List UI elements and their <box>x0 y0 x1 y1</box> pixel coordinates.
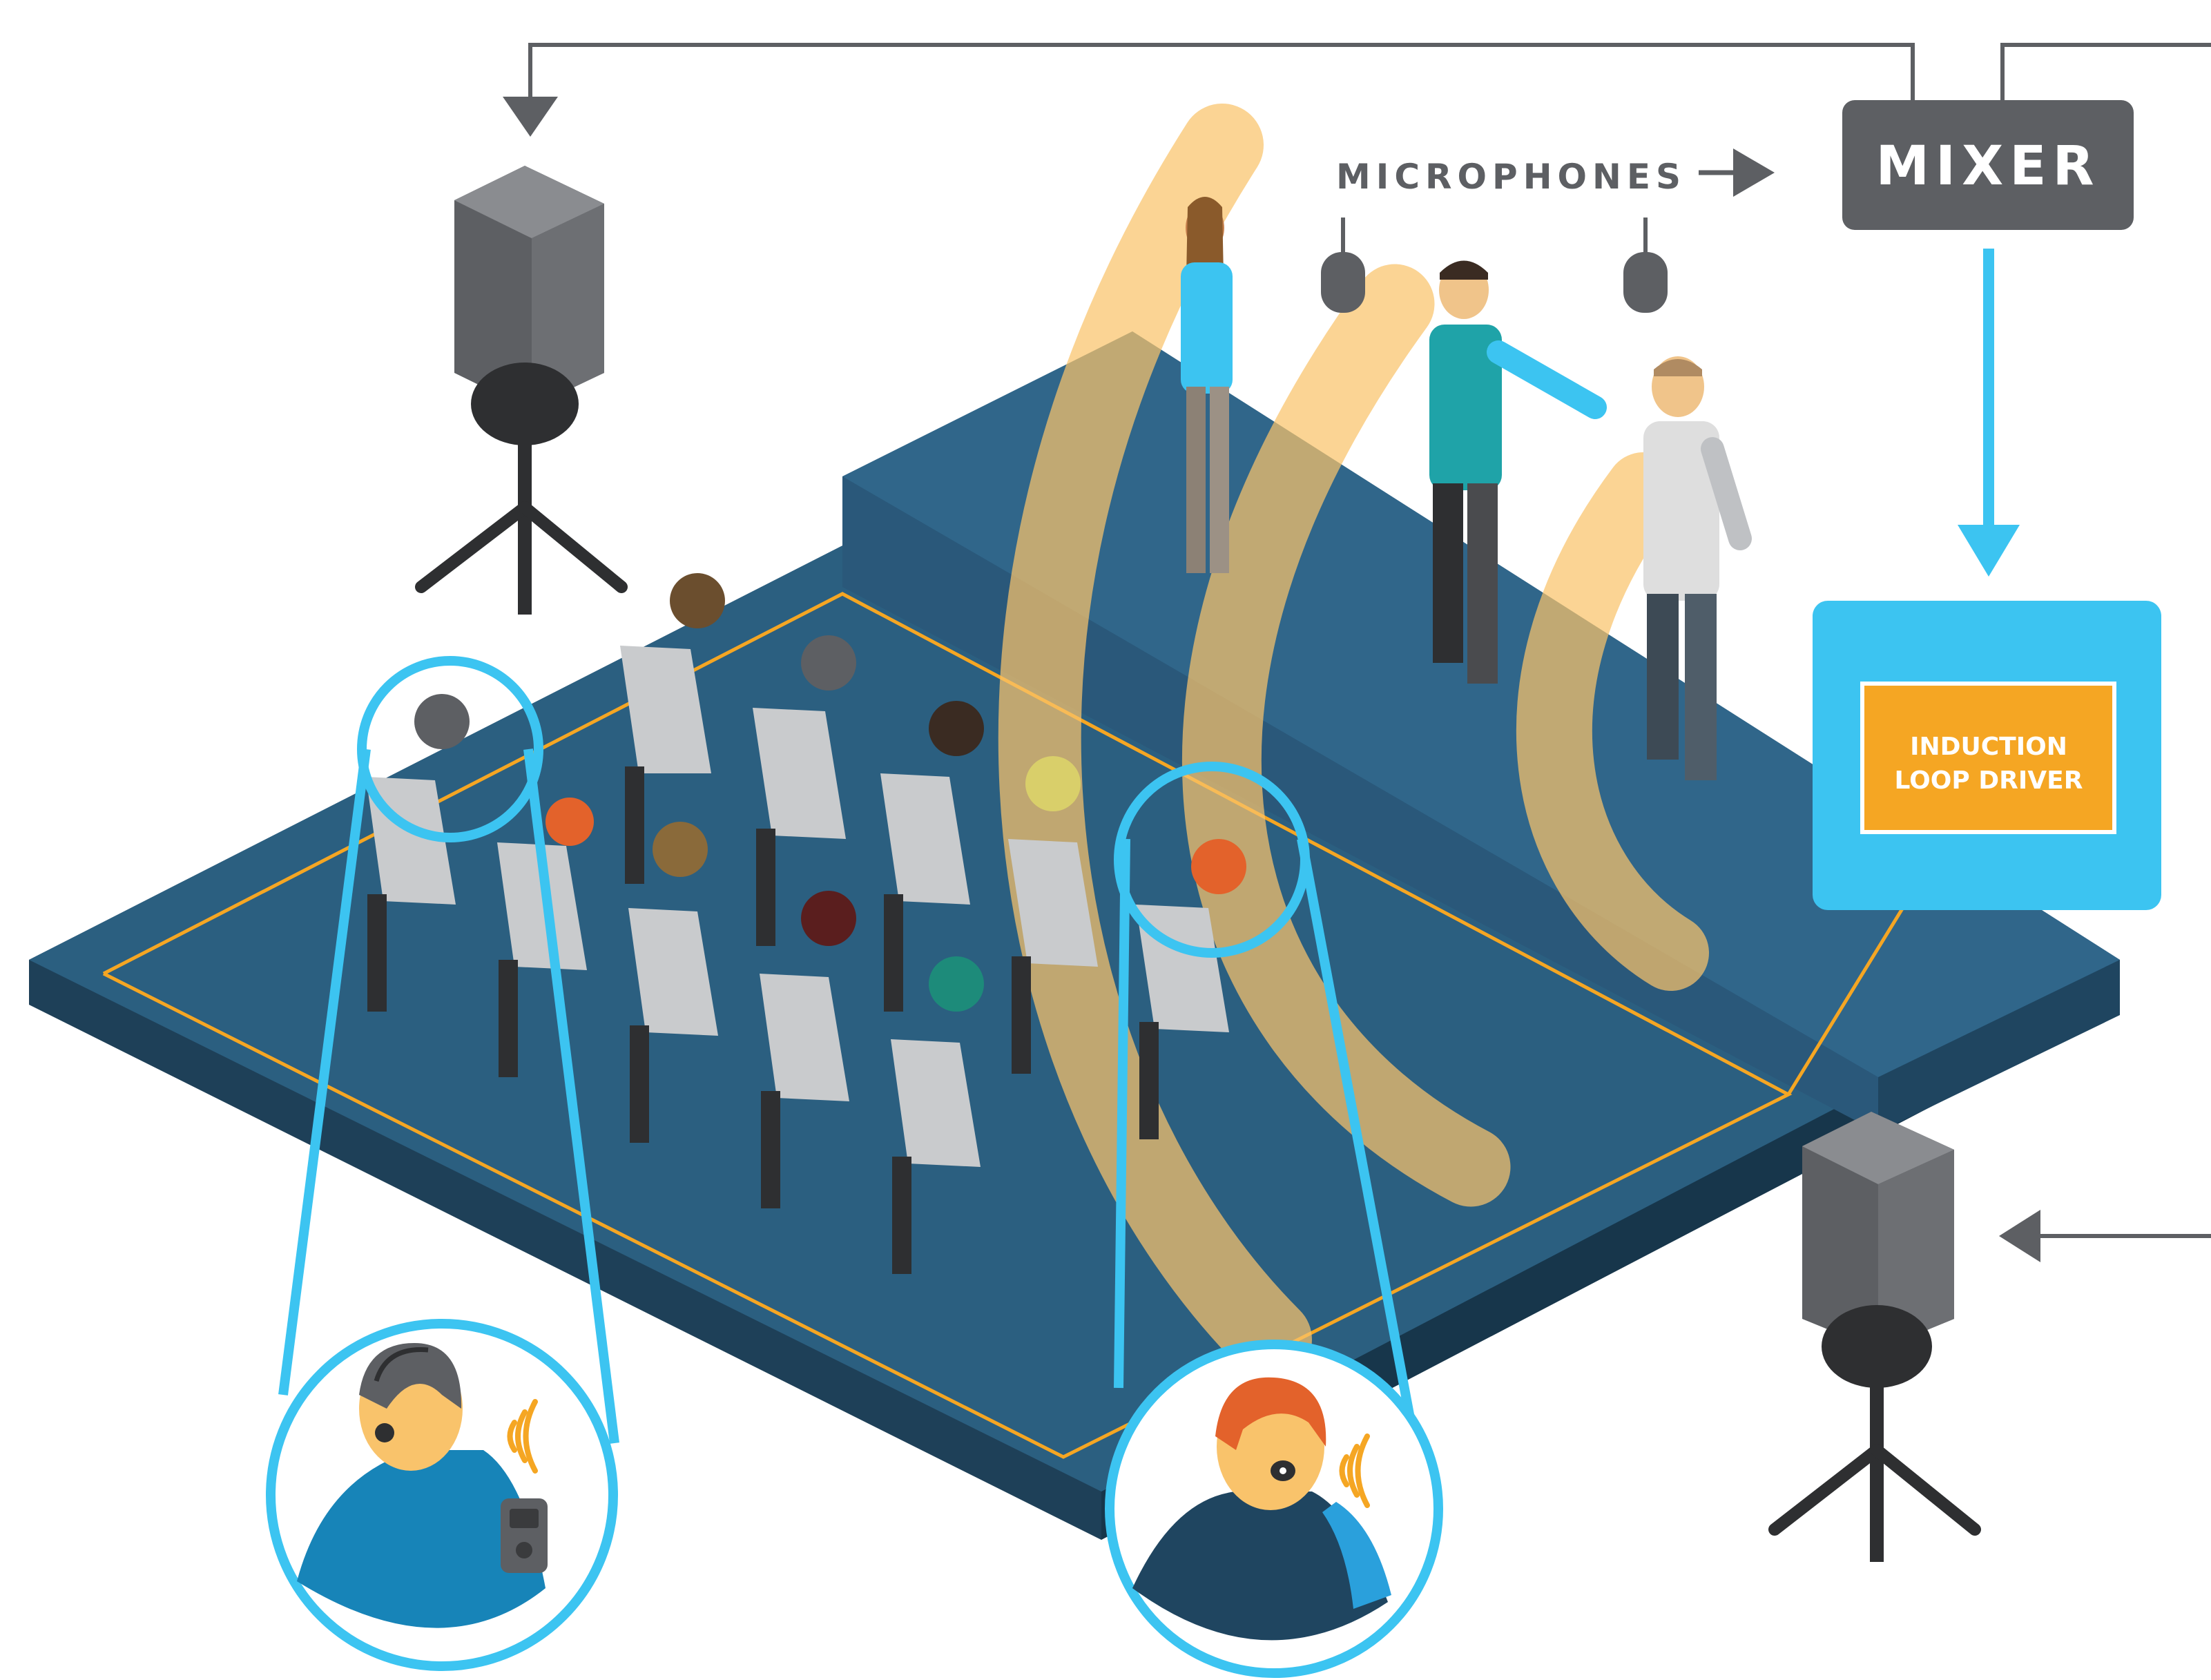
sound-waves <box>998 104 1709 1381</box>
seat <box>753 708 846 946</box>
audience-head <box>653 822 708 877</box>
signal-waves-icon <box>507 1399 538 1474</box>
audience-head <box>414 694 470 749</box>
zoom-callout-receiver <box>266 1319 618 1671</box>
audience-head <box>929 701 984 756</box>
microphone-icon <box>1321 218 1365 313</box>
zoom-callout-lines <box>278 749 1427 1486</box>
mixer-to-driver-arrow <box>1958 249 2020 577</box>
seat <box>880 773 970 1012</box>
zoom-source-circle-left <box>357 656 543 842</box>
microphones-label: MICROPHONES <box>1336 157 1686 197</box>
seat <box>628 908 718 1143</box>
speaker-icon <box>415 166 628 615</box>
arrow-icon <box>503 97 2040 1262</box>
mixer-label: MIXER <box>1875 135 2100 197</box>
performer-man-white <box>1643 356 1752 780</box>
seat <box>891 1039 981 1274</box>
zoom-source-circle-right <box>1114 762 1310 958</box>
audience-head <box>801 891 856 946</box>
audience-seating <box>366 573 1246 1274</box>
loop-receiver-icon <box>501 1498 548 1573</box>
headphone-icon <box>375 1423 394 1442</box>
signal-cables <box>528 43 2211 1238</box>
audience-head <box>1025 756 1081 811</box>
speaker-icon <box>1768 1112 1981 1562</box>
mixer-box: MIXER <box>1842 100 2134 230</box>
stage <box>842 331 2120 1132</box>
induction-loop-driver: INDUCTION LOOP DRIVER <box>1813 601 2161 910</box>
seat <box>1008 839 1098 1074</box>
performer-woman <box>1181 197 1233 573</box>
seat <box>620 646 711 884</box>
seat <box>497 842 587 1077</box>
hearing-aid-icon <box>1271 1460 1295 1481</box>
audience-head <box>1191 839 1246 894</box>
audience-head <box>801 635 856 691</box>
performer-man-teal <box>1429 260 1607 684</box>
audience-head <box>929 956 984 1012</box>
audience-head <box>545 798 594 846</box>
seat <box>760 974 849 1208</box>
signal-waves-icon <box>1339 1433 1370 1508</box>
audience-head <box>670 573 725 628</box>
zoom-callout-hearing-aid <box>1105 1340 1443 1678</box>
microphone-icon <box>1623 218 1668 313</box>
driver-label-line2: LOOP DRIVER <box>1895 766 2083 795</box>
driver-label-line1: INDUCTION <box>1910 733 2067 761</box>
